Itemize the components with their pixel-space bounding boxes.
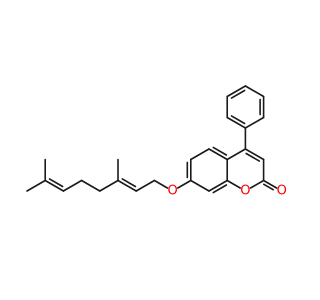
bond xyxy=(226,148,247,161)
bond xyxy=(135,179,156,192)
bond xyxy=(190,179,210,192)
ring-oxygen-label: O xyxy=(240,184,250,199)
bond xyxy=(48,178,64,188)
bond xyxy=(62,179,83,192)
bond xyxy=(245,152,261,162)
bond xyxy=(212,146,228,156)
bond xyxy=(99,179,119,192)
bond xyxy=(226,116,247,129)
carbonyl-oxygen-label: O xyxy=(277,184,287,199)
bond xyxy=(190,148,210,161)
bond xyxy=(121,178,137,188)
bond xyxy=(230,115,246,125)
bond xyxy=(249,179,265,189)
bond xyxy=(226,85,247,98)
ether-oxygen-label: O xyxy=(167,184,177,199)
bond xyxy=(44,179,65,192)
bond xyxy=(230,89,246,99)
bond xyxy=(208,179,228,192)
bond xyxy=(244,148,265,161)
bond xyxy=(226,179,242,189)
bond xyxy=(176,179,192,189)
bond xyxy=(153,179,169,189)
bond xyxy=(212,184,228,194)
bond xyxy=(80,179,101,192)
bond xyxy=(263,183,274,191)
bond xyxy=(262,179,278,189)
bond xyxy=(208,148,228,161)
bond xyxy=(26,179,47,192)
bond xyxy=(244,85,265,98)
bond xyxy=(244,116,265,129)
bond xyxy=(117,179,137,192)
